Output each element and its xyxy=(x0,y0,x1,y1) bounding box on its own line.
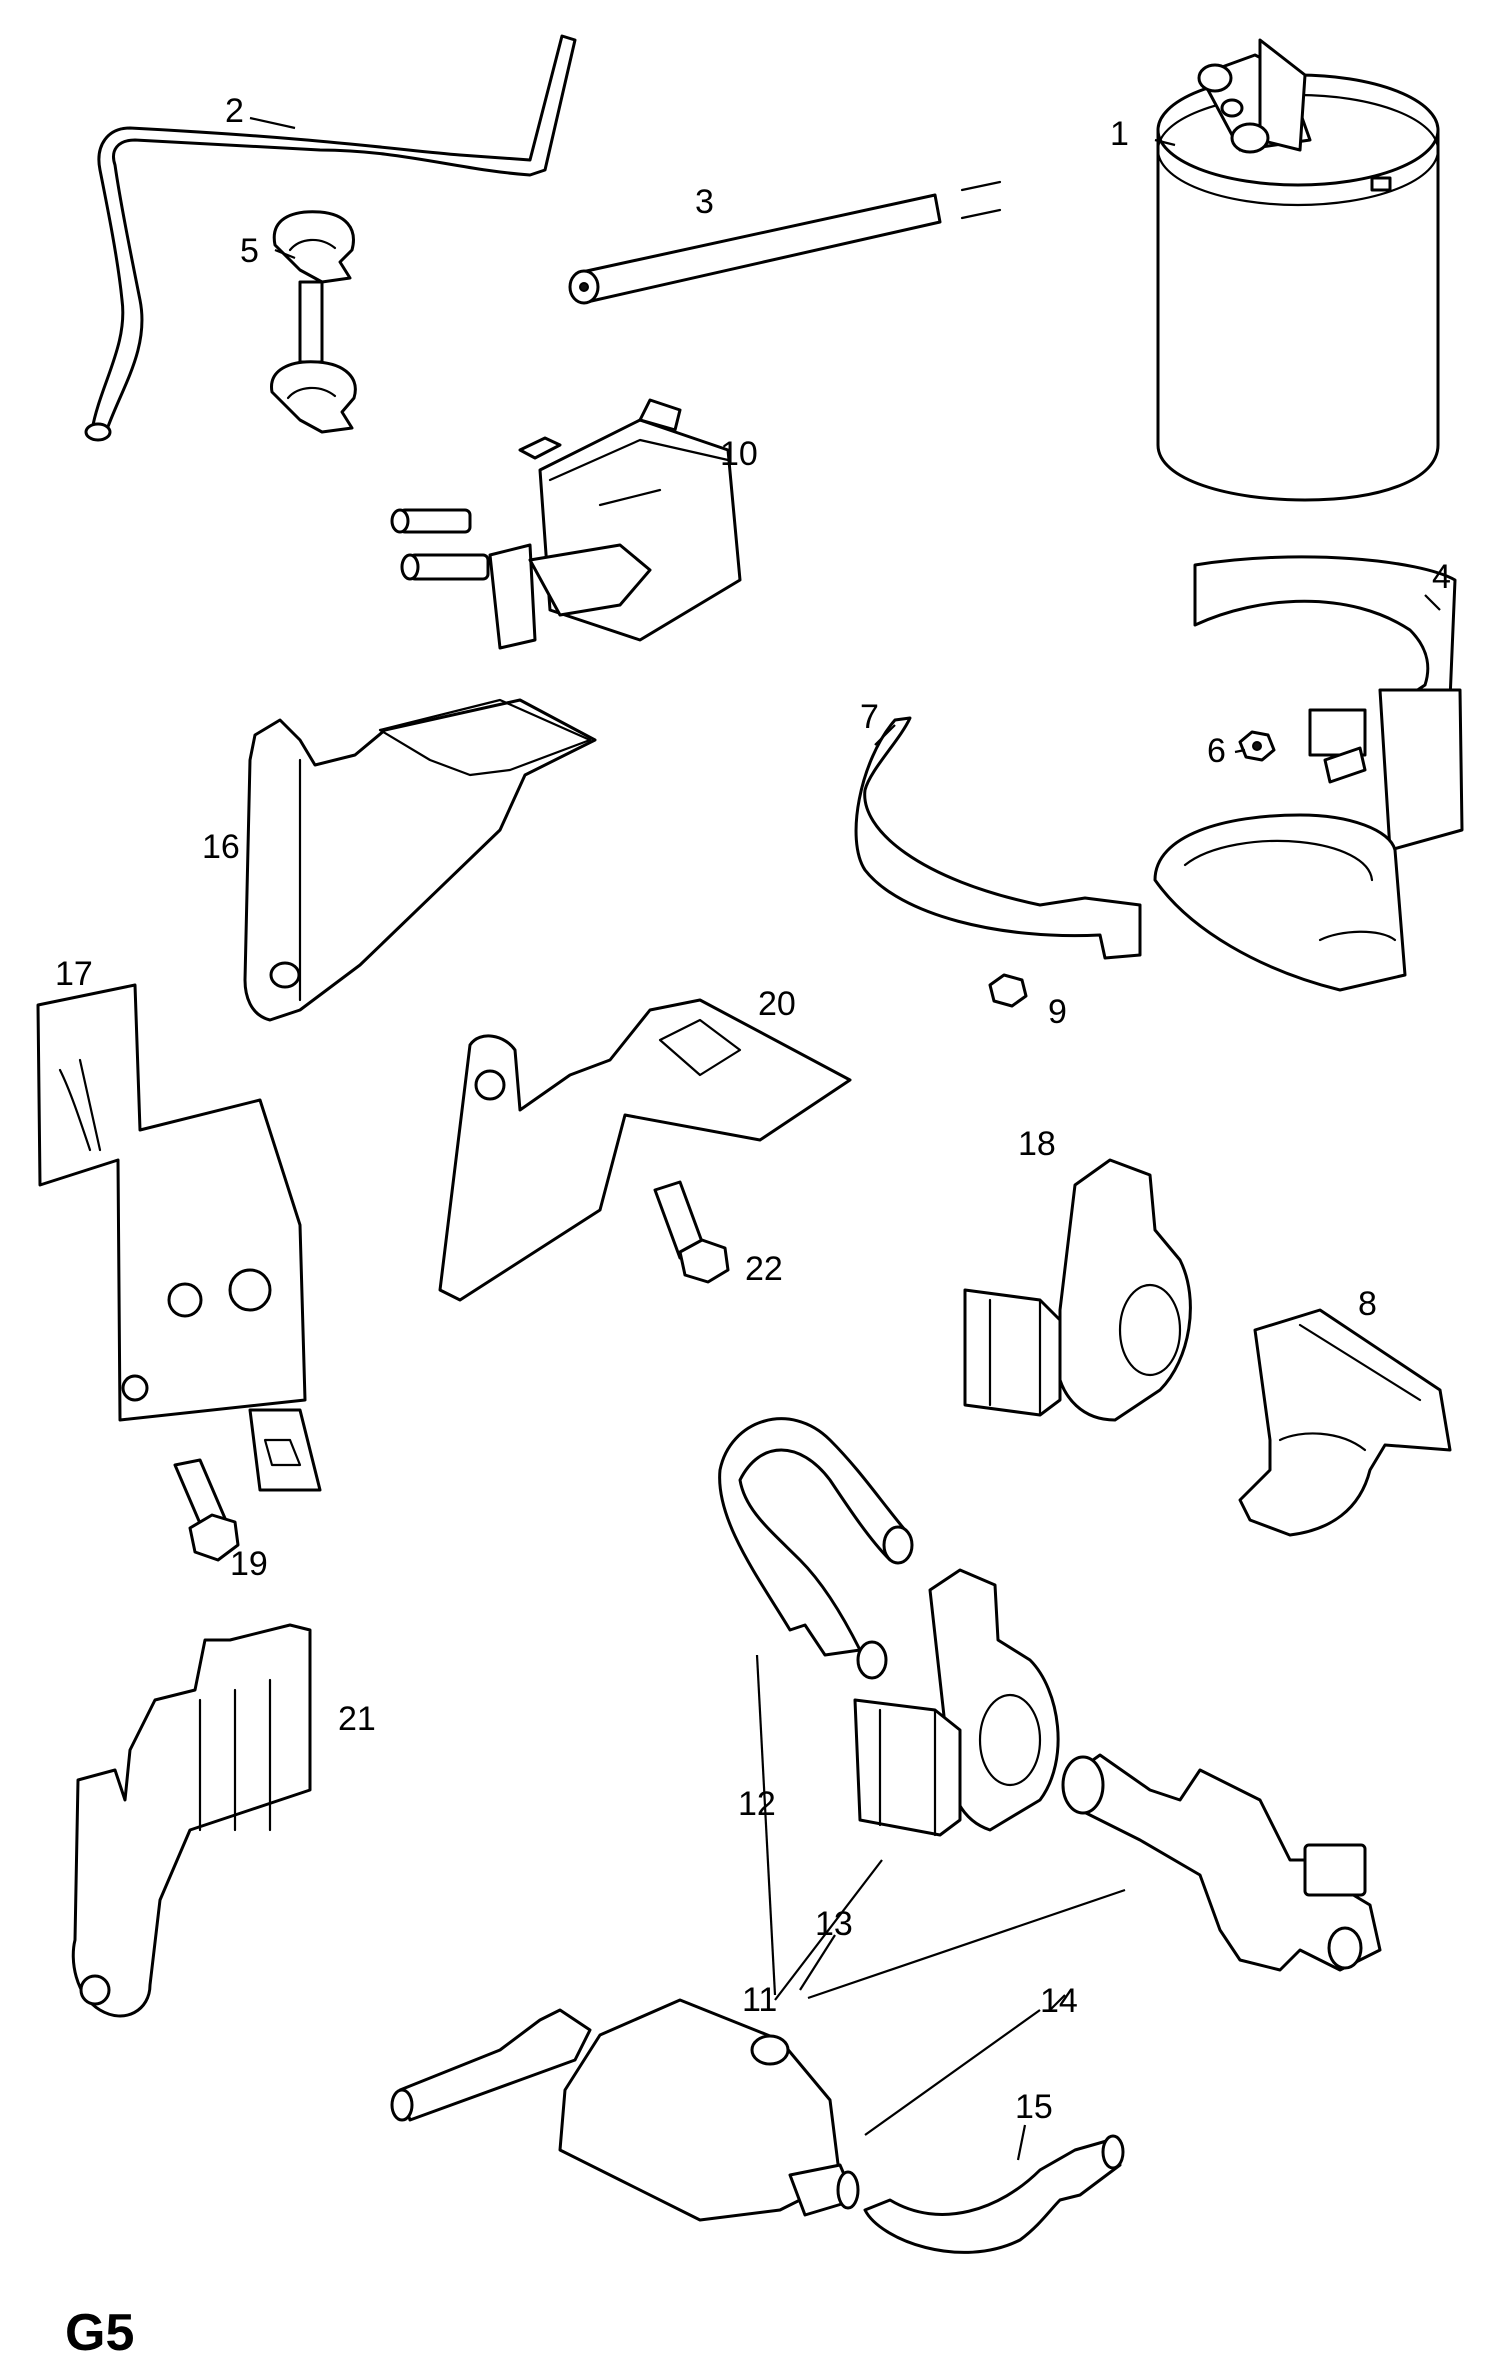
callout-20: 20 xyxy=(758,985,796,1023)
callout-14: 14 xyxy=(1040,1982,1078,2020)
callout-21: 21 xyxy=(338,1700,376,1738)
part-6-nut xyxy=(1238,730,1276,762)
part-1-canister xyxy=(1156,38,1440,502)
callout-12: 12 xyxy=(738,1785,776,1823)
part-22-bolt xyxy=(653,1180,730,1284)
part-8-clip xyxy=(1238,1308,1452,1537)
part-2-pipe xyxy=(84,34,577,442)
callout-5: 5 xyxy=(240,232,259,270)
part-21-bracket xyxy=(71,1623,312,2018)
part-4-bracket xyxy=(1153,555,1464,992)
part-18-holder xyxy=(963,1158,1192,1422)
part-5-double-clip xyxy=(270,210,357,434)
callout-2: 2 xyxy=(225,92,244,130)
callout-6: 6 xyxy=(1207,732,1226,770)
callout-1: 1 xyxy=(1110,115,1129,153)
callout-11: 11 xyxy=(742,1981,777,2019)
callout-13: 13 xyxy=(815,1905,853,1943)
part-16-bracket xyxy=(243,698,597,1022)
callout-7: 7 xyxy=(860,698,879,736)
part-12-hose xyxy=(718,1417,914,1680)
part-19-bolt xyxy=(173,1458,240,1562)
callout-8: 8 xyxy=(1358,1285,1377,1323)
part-3-pipe xyxy=(568,180,1002,305)
part-11-valve-right xyxy=(1061,1753,1382,1972)
callout-22: 22 xyxy=(745,1250,783,1288)
callout-17: 17 xyxy=(55,955,93,993)
part-7-strap xyxy=(854,716,1142,960)
diagram-code: G5 xyxy=(65,2304,134,2362)
callout-labels: 1 2 3 4 5 6 7 8 9 10 11 12 13 14 15 16 1… xyxy=(55,92,1451,2126)
part-9-nut xyxy=(988,973,1028,1008)
callout-16: 16 xyxy=(202,828,240,866)
part-14-valve xyxy=(390,1998,860,2222)
part-10-solenoid xyxy=(390,398,742,650)
part-13-holder xyxy=(853,1568,1060,1837)
callout-9: 9 xyxy=(1048,993,1067,1031)
leader-lines xyxy=(249,116,1441,2161)
callout-18: 18 xyxy=(1018,1125,1056,1163)
callout-19: 19 xyxy=(230,1545,268,1583)
part-17-bracket xyxy=(36,983,322,1492)
callout-4: 4 xyxy=(1432,558,1451,596)
part-15-hose xyxy=(863,2134,1125,2254)
callout-15: 15 xyxy=(1015,2088,1053,2126)
callout-10: 10 xyxy=(720,435,758,473)
callout-3: 3 xyxy=(695,183,714,221)
part-20-bracket xyxy=(438,998,852,1302)
